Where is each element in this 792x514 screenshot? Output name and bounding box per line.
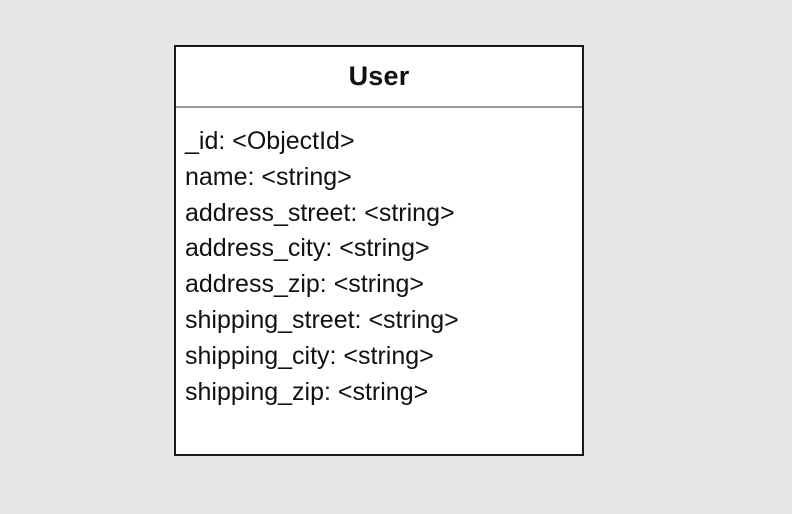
attribute-shipping-city: shipping_city: <string>	[185, 341, 434, 370]
attribute-shipping-street: shipping_street: <string>	[185, 305, 459, 334]
class-title: User	[348, 61, 410, 91]
class-header: User	[176, 47, 582, 108]
user-class-box: User _id: <ObjectId> name: <string> addr…	[174, 45, 584, 456]
attribute-address-city: address_city: <string>	[185, 234, 430, 263]
attribute-id: _id: <ObjectId>	[185, 127, 355, 155]
attribute-address-street: address_street: <string>	[185, 198, 455, 227]
attribute-address-zip: address_zip: <string>	[185, 270, 425, 299]
attribute-list: _id: <ObjectId> name: <string> address_s…	[176, 108, 582, 410]
attribute-shipping-zip: shipping_zip: <string>	[185, 377, 429, 406]
attribute-name: name: <string>	[185, 162, 352, 191]
